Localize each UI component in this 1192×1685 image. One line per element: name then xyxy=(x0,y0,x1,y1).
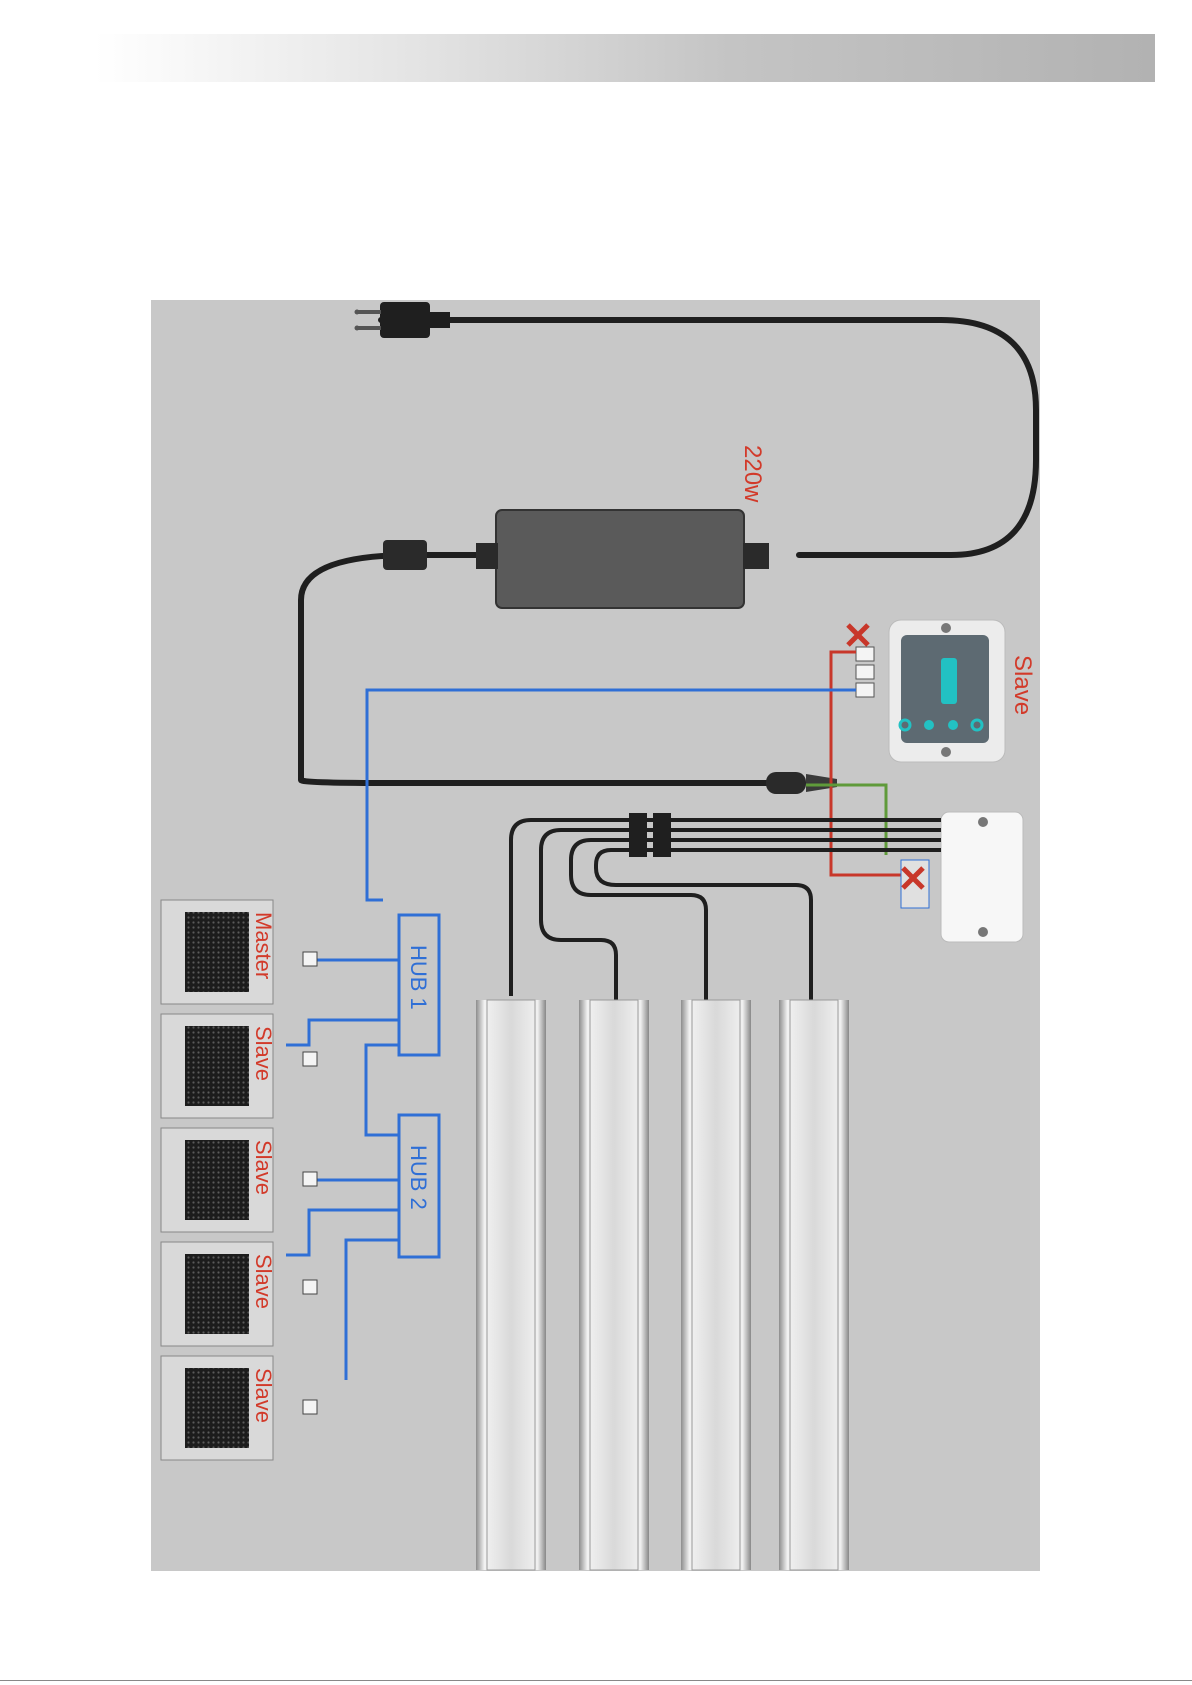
cable-connector xyxy=(766,772,837,794)
hub-1-label: HUB 1 xyxy=(406,945,431,1010)
controller-label-slave-2: Slave xyxy=(251,1140,276,1195)
controller-label-master: Master xyxy=(251,912,276,979)
diagram-panel: 220w Slave xyxy=(151,300,1040,1571)
wiring-diagram: 220w Slave xyxy=(151,300,1040,1571)
plug-icon xyxy=(355,302,451,338)
controller-label-slave-4: Slave xyxy=(251,1368,276,1423)
power-label: 220w xyxy=(739,445,766,503)
ferrite-bead-icon xyxy=(383,540,427,570)
led-tube xyxy=(779,1000,849,1570)
power-supply xyxy=(476,510,769,608)
tube-cables xyxy=(511,820,941,1000)
blue-data-wire-main xyxy=(367,690,856,900)
slave-controller-label: Slave xyxy=(1009,655,1036,715)
footer-divider xyxy=(0,1680,1192,1681)
hub-2-label: HUB 2 xyxy=(406,1145,431,1210)
header-bar xyxy=(95,34,1155,82)
led-tube xyxy=(579,1000,649,1570)
slave-controller-box xyxy=(889,620,1005,762)
controller-label-slave-1: Slave xyxy=(251,1026,276,1081)
blue-data-wires xyxy=(286,960,399,1380)
led-tube xyxy=(681,1000,751,1570)
led-tube xyxy=(476,1000,546,1570)
controller-label-slave-3: Slave xyxy=(251,1254,276,1309)
controller-ports xyxy=(848,625,874,697)
